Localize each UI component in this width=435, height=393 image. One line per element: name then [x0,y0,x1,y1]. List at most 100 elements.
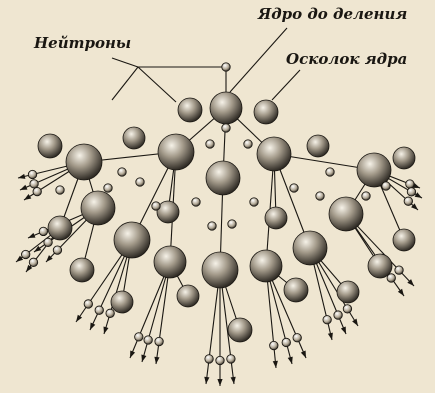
arrowhead [76,315,82,322]
neutron-dot [135,333,143,341]
nucleus-sphere [114,222,150,258]
neutron-dot [216,356,224,364]
arrowhead [288,357,293,364]
nucleus-sphere [177,285,199,307]
nucleus-sphere [293,231,327,265]
neutron-dot [33,187,41,195]
arrowhead [273,361,278,368]
neutron-dot [244,140,252,148]
nucleus-sphere [307,135,329,157]
trajectory-line [230,28,287,92]
nucleus-sphere [254,100,278,124]
trajectory-line [272,70,300,100]
arrowhead [204,377,209,384]
neutron-dot [206,140,214,148]
nucleus-sphere [228,318,252,342]
neutron-dot [208,222,216,230]
nucleus-sphere [265,207,287,229]
neutron-dot [250,198,258,206]
nucleus-sphere [210,92,242,124]
neutron-dot [29,258,37,266]
nucleus-sphere [337,281,359,303]
arrowhead [231,377,236,384]
nucleus-sphere [154,246,186,278]
neutron-dot [118,168,126,176]
neutron-dot [136,178,144,186]
nucleus-sphere [66,144,102,180]
neutron-dot [228,220,236,228]
neutron-dot [362,192,370,200]
neutron-dot [406,180,414,188]
arrowhead [398,289,404,296]
arrowhead [28,233,35,238]
nucleus-before-fission-label: Ядро до деления [258,7,407,22]
trajectory-line [138,67,176,102]
arrowhead [154,357,159,364]
arrowhead [301,351,306,358]
nucleus-sphere [250,250,282,282]
arrowhead [217,379,222,386]
neutron-dot [323,316,331,324]
neutron-dot [44,238,52,246]
neutron-dot [326,168,334,176]
neutron-dot [222,124,230,132]
neutron-dot [293,334,301,342]
nucleus-sphere [48,216,72,240]
neutron-dot [270,341,278,349]
neutron-dot [316,192,324,200]
nucleus-sphere [393,229,415,251]
arrowhead [130,351,135,358]
neutron-dot [152,202,160,210]
neutron-dot [144,336,152,344]
neutron-dot [227,355,235,363]
trajectory-line [112,67,138,100]
neutron-dot [205,355,213,363]
fission-fragment-label: Осколок ядра [286,52,407,67]
nucleus-sphere [393,147,415,169]
neutron-dot [28,170,36,178]
neutron-dot [192,198,200,206]
neutron-dot [343,305,351,313]
nucleus-sphere [329,197,363,231]
nucleus-sphere [257,137,291,171]
neutron-dot [30,180,38,188]
neutron-dot [155,337,163,345]
nucleus-sphere [178,98,202,122]
arrowhead [90,323,95,330]
nucleus-sphere [202,252,238,288]
neutron-dot [104,184,112,192]
arrowhead [352,319,358,326]
neutron-dot [334,311,342,319]
neutron-dot [21,250,29,258]
neutron-dot [222,63,230,71]
neutron-dot [84,300,92,308]
arrowhead [20,185,27,190]
nucleus-sphere [38,134,62,158]
neutron-dot [387,274,395,282]
neutron-dot [95,306,103,314]
arrowhead [104,327,109,334]
neutron-dot [282,338,290,346]
nucleus-sphere [123,127,145,149]
neutron-dot [39,227,47,235]
nucleus-sphere [111,291,133,313]
neutron-dot [404,197,412,205]
neutron-dot [395,266,403,274]
neutron-dot [106,309,114,317]
arrowhead [18,174,25,179]
arrowhead [341,327,346,334]
neutron-dot [407,188,415,196]
nucleus-sphere [81,191,115,225]
arrowhead [24,194,31,200]
neutron-dot [56,186,64,194]
neutron-dot [53,246,61,254]
neutrons-label: Нейтроны [34,36,131,51]
nucleus-sphere [206,161,240,195]
nucleus-sphere [70,258,94,282]
nucleus-sphere [158,134,194,170]
arrowhead [141,355,146,362]
neutron-dot [290,184,298,192]
trajectory-line [112,58,138,67]
nucleus-sphere [284,278,308,302]
